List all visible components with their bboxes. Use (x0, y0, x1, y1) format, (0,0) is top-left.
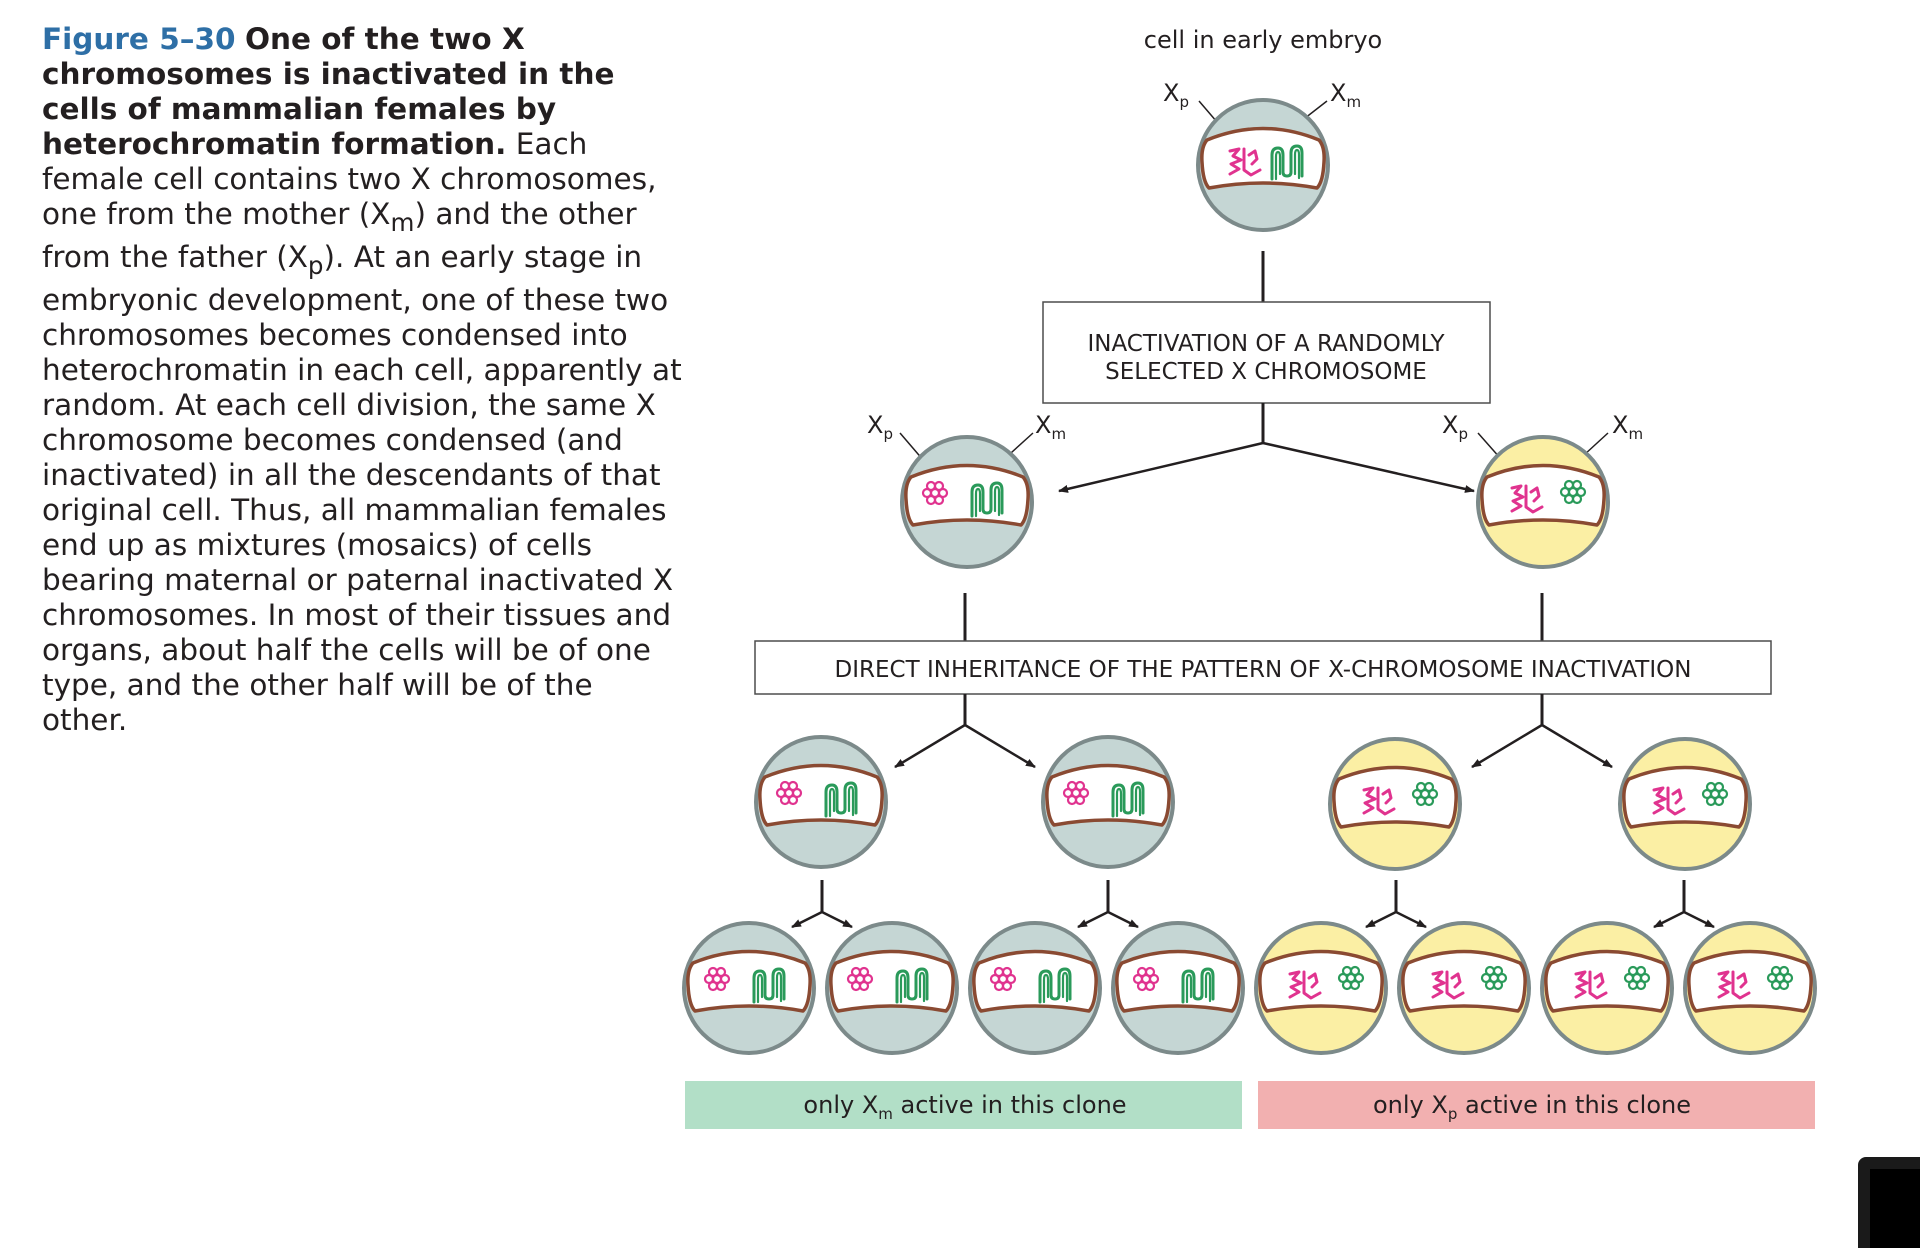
step2-label: DIRECT INHERITANCE OF THE PATTERN OF X-C… (835, 657, 1692, 683)
inactivated-xm-cell (1478, 437, 1608, 567)
gen3-grey-cell (1113, 923, 1243, 1053)
mid-left-xp-label: Xp (867, 411, 893, 443)
gen3-yellow-cell (1256, 923, 1386, 1053)
arrow-to-yellow-cell (1262, 441, 1475, 493)
caption-sub-m: m (390, 207, 415, 237)
caption-sub-p: p (307, 250, 324, 280)
caption-body-3: ). At an early stage in embryonic develo… (42, 239, 682, 737)
arrow-gen3-a-left (791, 910, 823, 929)
arrow-gen3-b-left (1077, 910, 1109, 929)
arrow-to-grey-cell (1058, 441, 1264, 493)
gen3-grey-cell (684, 923, 814, 1053)
step1-line1: INACTIVATION OF A RANDOMLY (1087, 331, 1445, 357)
gen2-yellow-cell (1330, 739, 1460, 869)
inactivated-xp-cell (902, 437, 1032, 567)
arrow-gen2-grey-a (894, 723, 966, 769)
clone-xp-active-label: only Xp active in this clone (1373, 1091, 1691, 1123)
arrow-gen3-c-left (1365, 910, 1397, 929)
step1-line2: SELECTED X CHROMOSOME (1105, 359, 1427, 385)
gen2-grey-cell (1043, 737, 1173, 867)
figure-caption: Figure 5–30 One of the two X chromosomes… (42, 22, 682, 738)
figure-label: Figure 5–30 (42, 22, 236, 56)
gen2-yellow-cell (1620, 739, 1750, 869)
top-xp-label: Xp (1163, 79, 1189, 111)
caption-body-2: ) and the other from the father (X (42, 197, 637, 274)
step1-box (1042, 301, 1491, 404)
arrow-gen3-c-right (1395, 910, 1427, 929)
gen3-yellow-cell (1399, 923, 1529, 1053)
clone-xm-active-label: only Xm active in this clone (803, 1091, 1126, 1123)
arrow-gen3-d-right (1683, 910, 1715, 929)
arrow-gen2-yellow-a (1471, 723, 1543, 769)
caption-body-1: Each female cell contains two X chromoso… (42, 127, 657, 231)
gen2-grey-cell (756, 737, 886, 867)
clone-xm-active-banner (685, 1081, 1242, 1129)
mid-right-xp-label: Xp (1442, 411, 1468, 443)
top-xm-label: Xm (1330, 79, 1361, 111)
top-cell-label: cell in early embryo (1144, 26, 1382, 54)
gen3-grey-cell (827, 923, 957, 1053)
step2-box (754, 640, 1772, 695)
corner-widget[interactable] (1858, 1157, 1920, 1248)
arrow-gen3-b-right (1107, 910, 1139, 929)
mid-right-xm-label: Xm (1612, 411, 1643, 443)
gen3-yellow-cell (1542, 923, 1672, 1053)
arrow-gen3-d-left (1653, 910, 1685, 929)
arrow-gen2-yellow-b (1541, 723, 1613, 769)
mid-left-xm-label: Xm (1035, 411, 1066, 443)
arrow-gen2-grey-b (964, 723, 1036, 769)
gen3-yellow-cell (1685, 923, 1815, 1053)
clone-xp-active-banner (1258, 1081, 1815, 1129)
figure-title: One of the two X chromosomes is inactiva… (42, 22, 615, 161)
gen3-grey-cell (970, 923, 1100, 1053)
arrow-gen3-a-right (821, 910, 853, 929)
early-embryo-cell (1198, 100, 1328, 230)
